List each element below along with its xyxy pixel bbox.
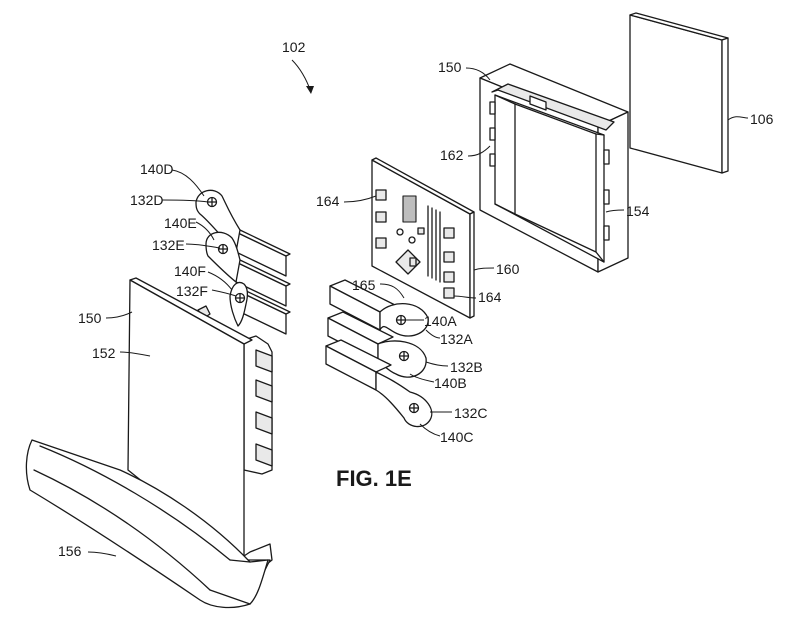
label-150-lower: 150 [78,310,102,326]
figure-title: FIG. 1E [336,466,412,491]
circuit-board-160 [371,157,475,319]
label-140C: 140C [440,429,473,445]
label-156: 156 [58,543,82,559]
label-132D: 132D [130,192,163,208]
label-132F: 132F [176,283,208,299]
label-164-left: 164 [316,193,340,209]
label-140D: 140D [140,161,173,177]
reference-labels: 102 150 106 162 154 164 164 160 165 140A… [58,39,774,559]
label-152: 152 [92,345,116,361]
label-106: 106 [750,111,774,127]
plate-106 [629,12,729,174]
contact-132E [205,231,291,307]
label-140A: 140A [424,313,457,329]
label-162: 162 [440,147,464,163]
housing-150-lower [25,277,273,609]
label-132A: 132A [440,331,473,347]
label-132B: 132B [450,359,483,375]
label-132E: 132E [152,237,185,253]
label-164-right: 164 [478,289,502,305]
label-154: 154 [626,203,650,219]
label-160: 160 [496,261,520,277]
label-140F: 140F [174,263,206,279]
leader-lines [87,67,749,557]
label-165: 165 [352,277,376,293]
label-140E: 140E [164,215,197,231]
label-140B: 140B [434,375,467,391]
contact-132C [325,339,433,428]
contact-132F [229,281,291,335]
label-102: 102 [282,39,306,55]
label-132C: 132C [454,405,487,421]
connector-blocks-164 [375,189,455,299]
contact-132B [327,311,427,378]
label-150-housing: 150 [438,59,462,75]
reference-arrow-102 [291,59,314,94]
housing-frame-150 [479,63,629,273]
heatsink-fins [427,205,441,283]
